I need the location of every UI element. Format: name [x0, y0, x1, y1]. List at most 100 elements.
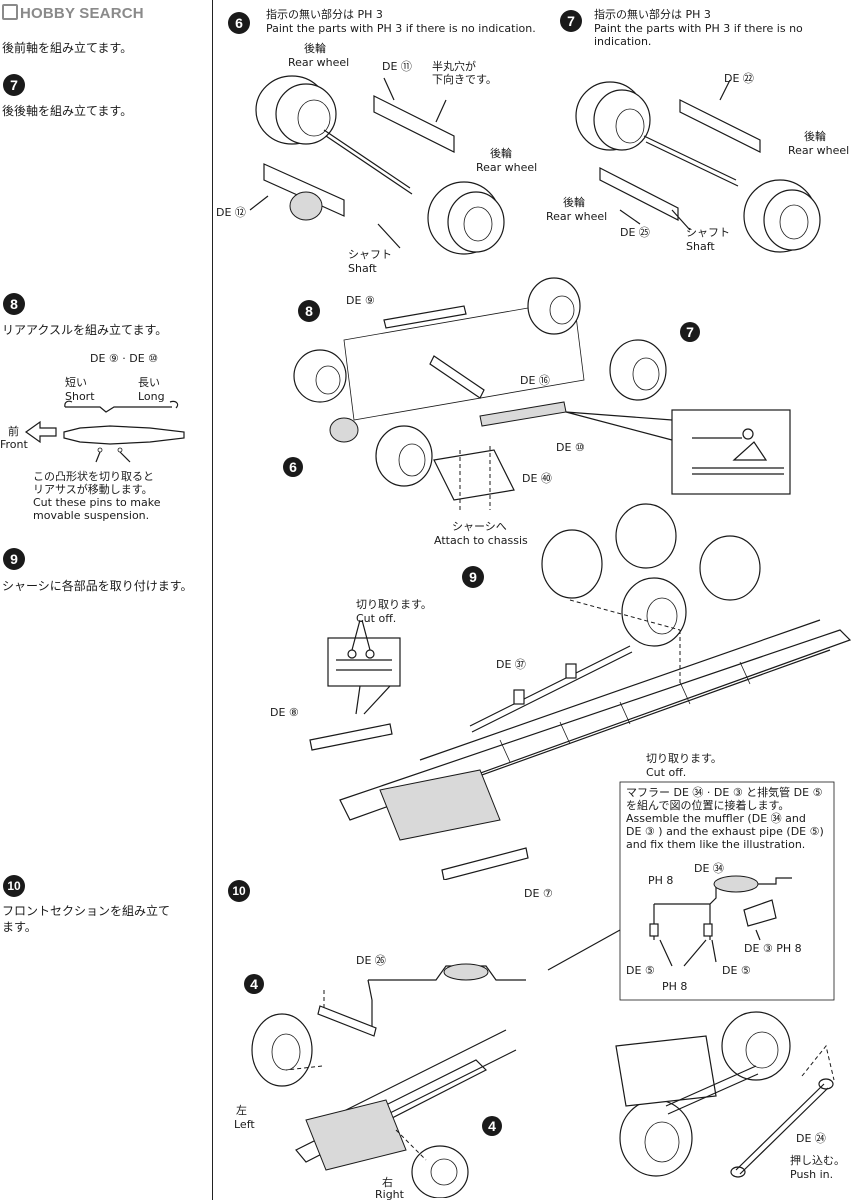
inset-de5-a: DE ⑤ — [626, 964, 655, 977]
step10-right-en: Right — [375, 1188, 404, 1201]
crossmember-de8 — [309, 723, 393, 751]
step10-badge: 10 — [228, 880, 250, 902]
spring-de10 — [479, 401, 567, 427]
muffler-inset-diagram — [547, 781, 835, 1001]
step7-de25: DE ㉕ — [620, 226, 650, 239]
step7-shaft-jp: シャフト — [686, 226, 730, 239]
axle-de22 — [679, 99, 761, 153]
step6-shaft-en: Shaft — [348, 262, 377, 275]
steering-diagram — [615, 1011, 835, 1178]
step6-rear-wheel2-jp: 後輪 — [490, 147, 512, 160]
step7-shaft-en: Shaft — [686, 240, 715, 253]
step8-de40: DE ㊵ — [522, 472, 552, 485]
step10-left-en: Left — [234, 1118, 255, 1131]
sidebar-step8-parts: DE ⑨ · DE ⑩ — [90, 352, 159, 365]
step7-rear-wheel2-en: Rear wheel — [546, 210, 608, 223]
sidebar-step9-badge: 9 — [3, 548, 25, 570]
muffler-de34 — [713, 875, 759, 893]
sidebar-step10-badge: 10 — [3, 875, 25, 897]
step6-half-jp-1: 半丸穴が — [432, 60, 476, 73]
step8-ref6: 6 — [283, 457, 303, 477]
step10-left-jp: 左 — [236, 1104, 247, 1117]
leaf-spring-long — [63, 425, 185, 445]
beam-de25 — [599, 167, 679, 221]
step7-diagram — [575, 79, 821, 253]
step6-de12: DE ⑫ — [216, 206, 246, 219]
engine — [305, 1099, 407, 1171]
sidebar-step8-text: リアアクスルを組み立てます。 — [2, 323, 168, 337]
step7-caption-en: Paint the parts with PH 3 if there is no… — [594, 22, 803, 48]
crossmember-de7 — [441, 847, 529, 880]
step10-ref4b: 4 — [482, 1116, 502, 1136]
step9-cutoff2-en: Cut off. — [646, 766, 687, 779]
step9-diagram — [309, 503, 852, 880]
axle-de11 — [373, 95, 455, 153]
step6-caption-jp: 指示の無い部分は PH 3 — [266, 8, 383, 21]
inset-ph8-a: PH 8 — [648, 874, 674, 887]
wheel-front-right — [375, 425, 433, 487]
column-divider — [212, 0, 213, 1200]
step7-badge: 7 — [560, 10, 582, 32]
plate-de40 — [433, 449, 515, 501]
wheel-front-left — [293, 349, 347, 403]
drive-shaft-de37 — [469, 645, 633, 733]
step6-rear-wheel-en: Rear wheel — [288, 56, 350, 69]
step8-de16: DE ⑯ — [520, 374, 550, 387]
leaf-spring-short — [64, 400, 179, 413]
step6-caption-en: Paint the parts with PH 3 if there is no… — [266, 22, 536, 35]
step7-rear-wheel-jp: 後輪 — [804, 130, 826, 143]
step9-cutoff2-jp: 切り取ります。 — [646, 752, 722, 765]
wheel-rear — [721, 1011, 791, 1081]
step7-caption-jp: 指示の無い部分は PH 3 — [594, 8, 711, 21]
wheel-rear-right — [609, 339, 667, 401]
muffler-note: マフラー DE ㉞ · DE ③ と排気管 DE ⑤ を組んで図の位置に接着しま… — [626, 786, 824, 851]
crossmember-de26 — [317, 1005, 377, 1037]
step9-de7: DE ⑦ — [524, 887, 553, 900]
step9-cutoff-jp: 切り取ります。 — [356, 598, 432, 611]
step10-de26: DE ㉖ — [356, 954, 386, 967]
long-jp: 長い — [138, 376, 160, 389]
step8-attach-en: Attach to chassis — [434, 534, 528, 547]
sidebar-step7-text: 後後軸を組み立てます。 — [2, 104, 133, 118]
inset-de34: DE ㉞ — [694, 862, 724, 875]
inset-de5-b: DE ⑤ — [722, 964, 751, 977]
step6-half-jp-2: 下向きです。 — [432, 73, 497, 86]
step6-shaft-jp: シャフト — [348, 248, 392, 261]
axle-de12 — [263, 163, 345, 217]
step10-de24: DE ㉔ — [796, 1132, 826, 1145]
step6-rear-wheel2-en: Rear wheel — [476, 161, 538, 174]
step9-cutoff-en: Cut off. — [356, 612, 397, 625]
logo-icon — [2, 4, 18, 20]
shaft — [643, 135, 739, 187]
sidebar-step8-badge: 8 — [3, 293, 25, 315]
sidebar-step10-text: フロントセクションを組み立て ます。 — [2, 904, 171, 934]
step9-de37: DE ㊲ — [496, 658, 526, 671]
step7-rear-wheel-en: Rear wheel — [788, 144, 850, 157]
spring-de16 — [429, 355, 485, 399]
spring-diagram — [24, 400, 185, 463]
sidebar-step9-text: シャーシに各部品を取り付けます。 — [2, 579, 193, 593]
short-en: Short — [65, 390, 95, 403]
step10-push-jp: 押し込む。 — [790, 1154, 845, 1167]
step8-diagram — [293, 277, 791, 510]
step9-badge: 9 — [462, 566, 484, 588]
rear-wheel-lower — [743, 179, 821, 253]
sidebar-step7-badge: 7 — [3, 74, 25, 96]
step6-badge: 6 — [228, 12, 250, 34]
front-jp: 前 — [8, 425, 19, 438]
step7-de22: DE ㉒ — [724, 72, 754, 85]
front-arrow-icon — [24, 420, 57, 444]
wheel-rear-left — [527, 277, 581, 335]
site-logo: HOBBY SEARCH — [2, 4, 144, 22]
step6-de11: DE ⑪ — [382, 60, 412, 73]
arm-de9 — [383, 305, 467, 329]
cutoff-inset — [327, 637, 401, 687]
bracket-de3 — [743, 899, 777, 927]
step9-de8: DE ⑧ — [270, 706, 299, 719]
muffler-inset-frame — [619, 781, 835, 1001]
shaft — [323, 129, 413, 195]
short-jp: 短い — [65, 376, 87, 389]
step8-attach-jp: シャーシへ — [452, 520, 507, 533]
rear-wheel-upper — [575, 81, 651, 151]
long-en: Long — [138, 390, 165, 403]
